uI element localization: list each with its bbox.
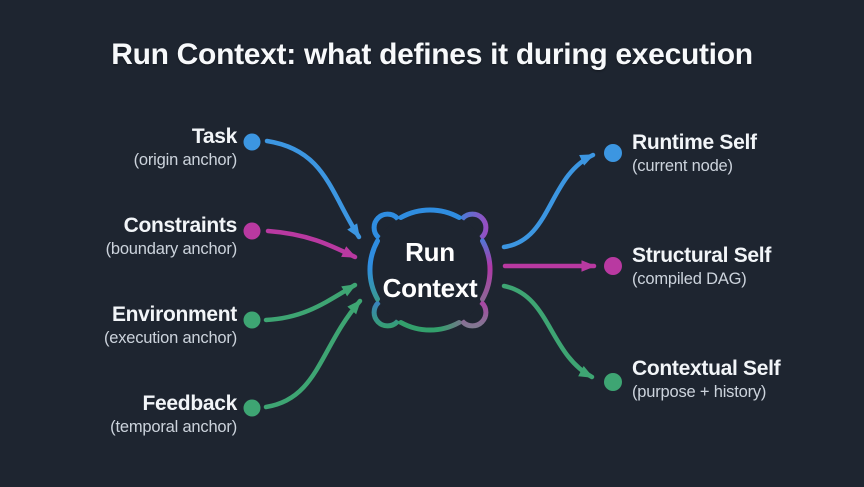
output-label-contextual-self: Contextual Self (purpose + history) [632, 356, 781, 404]
input-sublabel: (temporal anchor) [110, 418, 237, 436]
input-sublabel: (boundary anchor) [105, 240, 238, 258]
input-label: Constraints [123, 214, 238, 237]
input-label: Task [191, 125, 237, 148]
input-sublabel: (execution anchor) [103, 329, 237, 347]
arrow-environment-to-context [263, 282, 358, 323]
arrow-feedback-to-context [263, 298, 363, 410]
task-dot [243, 133, 261, 151]
runtime-self-dot [604, 144, 622, 162]
input-arrows [263, 138, 363, 410]
run-context-ring [367, 207, 493, 333]
input-label-feedback: Feedback (temporal anchor) [110, 391, 237, 439]
output-sublabel: (current node) [632, 157, 733, 175]
run-context-line1: Run [405, 237, 455, 267]
output-sublabel: (purpose + history) [632, 383, 767, 401]
output-label-runtime-self: Runtime Self (current node) [632, 130, 757, 178]
arrow-task-to-context [264, 138, 362, 240]
output-label-structural-self: Structural Self (compiled DAG) [632, 243, 771, 291]
ring-bottom-arc [398, 320, 462, 333]
arrow-context-to-runtime [501, 152, 596, 250]
input-label-environment: Environment (execution anchor) [104, 302, 237, 350]
contextual-self-dot [604, 373, 622, 391]
output-label: Contextual Self [632, 357, 781, 380]
output-arrows [501, 152, 597, 380]
arrow-constraints-to-context [265, 228, 358, 260]
output-label: Structural Self [632, 244, 772, 267]
input-label-constraints: Constraints (boundary anchor) [105, 213, 238, 261]
run-context-line2: Context [382, 273, 478, 303]
page-title: Run Context: what defines it during exec… [111, 38, 753, 71]
output-sublabel: (compiled DAG) [632, 270, 747, 288]
run-context-node-label: Run Context [330, 234, 530, 306]
ring-inner-disc [370, 210, 490, 330]
input-sublabel: (origin anchor) [133, 151, 238, 169]
feedback-dot [243, 399, 261, 417]
output-label: Runtime Self [632, 131, 757, 154]
ring-right-arc [480, 238, 493, 302]
arrow-context-to-contextual [501, 283, 595, 380]
input-label-task: Task (origin anchor) [133, 124, 238, 172]
ring-left-arc [367, 238, 380, 302]
input-label: Feedback [142, 392, 238, 415]
environment-dot [243, 311, 261, 329]
endpoint-dots [243, 133, 622, 417]
constraints-dot [243, 222, 261, 240]
input-label: Environment [111, 303, 237, 326]
ring-top-arc [398, 207, 462, 220]
structural-self-dot [604, 257, 622, 275]
